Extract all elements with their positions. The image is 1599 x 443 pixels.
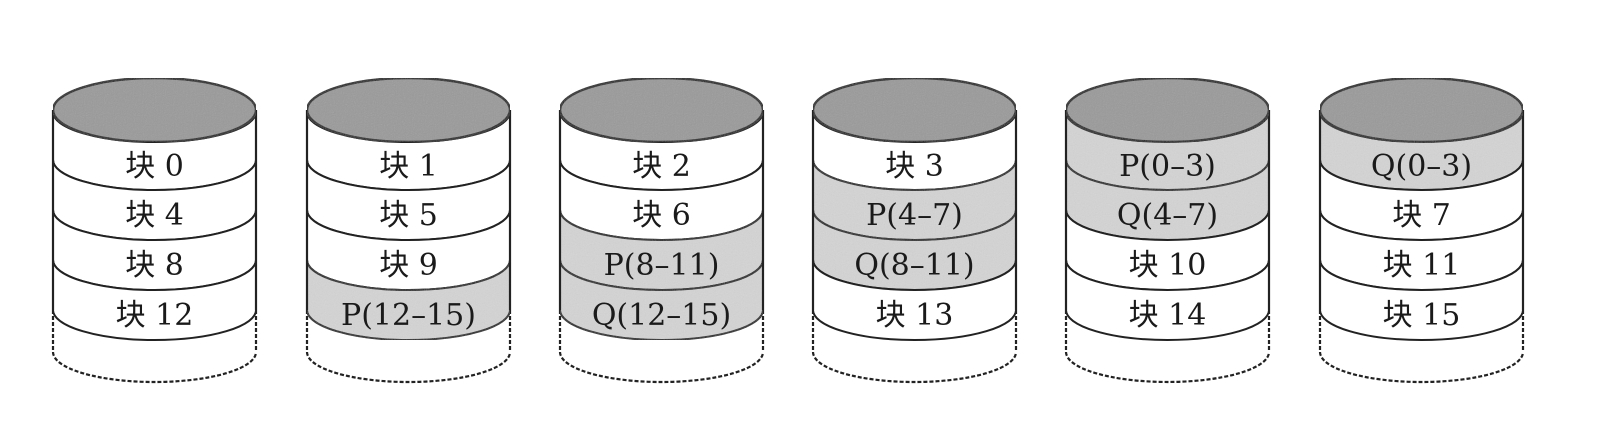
data-block-label: 块 0: [125, 149, 184, 184]
parity-block-label: Q(0–3): [1371, 149, 1472, 184]
data-block-label: 块 6: [632, 198, 691, 233]
data-block-label: 块 7: [1392, 198, 1451, 233]
parity-block-label: P(0–3): [1119, 149, 1216, 184]
disk-bottom-dashed: [1318, 351, 1525, 384]
disk-empty-section: [1320, 310, 1523, 393]
data-block-label: 块 11: [1383, 248, 1461, 283]
disk-cylinder: 块 2 块 6 P(8–11) Q(12–15): [558, 76, 765, 393]
disk-empty-section: [560, 310, 763, 393]
disk-top-face: [1318, 76, 1525, 144]
disk-cylinder: 块 0 块 4 块 8 块 12: [51, 76, 258, 393]
disk-bottom-dashed: [1064, 351, 1271, 384]
disk-bottom-dashed: [305, 351, 512, 384]
data-block-label: 块 10: [1129, 248, 1207, 283]
disk-cylinder: 块 1 块 5 块 9 P(12–15): [305, 76, 512, 393]
disk-top-face: [558, 76, 765, 144]
disk-empty-section: [813, 310, 1016, 393]
data-block-label: 块 15: [1383, 298, 1461, 333]
data-block-label: 块 5: [379, 198, 438, 233]
disk-top-face: [305, 76, 512, 144]
parity-block-label: Q(12–15): [592, 298, 731, 333]
disk-bottom-dashed: [51, 351, 258, 384]
data-block-label: 块 2: [632, 149, 691, 184]
parity-block-label: P(4–7): [866, 198, 963, 233]
disk-cylinder: Q(0–3) 块 7 块 11 块 15: [1318, 76, 1525, 393]
disk-empty-section: [307, 310, 510, 393]
data-block-label: 块 9: [379, 248, 438, 283]
disk-bottom-dashed: [558, 351, 765, 384]
parity-block-label: Q(8–11): [854, 248, 974, 283]
disk-empty-section: [1066, 310, 1269, 392]
data-block-label: 块 3: [885, 149, 944, 184]
parity-block-label: P(8–11): [604, 248, 720, 283]
disk-top-face: [811, 76, 1018, 144]
data-block-label: 块 12: [116, 298, 194, 333]
data-block-label: 块 1: [379, 149, 438, 184]
parity-block-label: P(12–15): [341, 298, 476, 333]
disk-top-face: [51, 76, 258, 144]
data-block-label: 块 13: [876, 298, 954, 333]
data-block-label: 块 8: [125, 248, 184, 283]
data-block-label: 块 4: [125, 198, 184, 233]
parity-block-label: Q(4–7): [1117, 198, 1218, 233]
disk-cylinder: 块 3 P(4–7) Q(8–11) 块 13: [811, 76, 1018, 393]
disk-bottom-dashed: [811, 351, 1018, 384]
disk-top-face: [1064, 76, 1271, 144]
data-block-label: 块 14: [1129, 298, 1207, 333]
disk-cylinder: P(0–3) Q(4–7) 块 10 块 14: [1064, 76, 1271, 392]
disk-empty-section: [53, 310, 256, 393]
